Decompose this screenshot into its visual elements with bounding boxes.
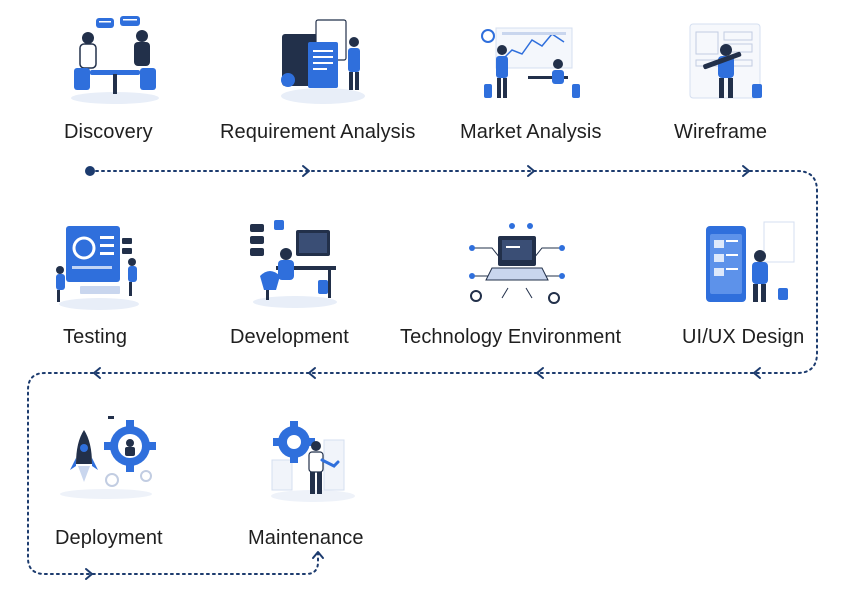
flow-arrow bbox=[527, 165, 535, 177]
step-label-ui-ux-design: UI/UX Design bbox=[682, 326, 805, 348]
developer-desk-illustration bbox=[250, 220, 337, 308]
drawing-illustration bbox=[689, 23, 762, 99]
flow-arrow bbox=[312, 551, 324, 559]
flow-start-dot bbox=[85, 166, 95, 176]
flow-arrow bbox=[302, 165, 310, 177]
flow-path bbox=[27, 170, 818, 575]
documents-illustration bbox=[281, 19, 365, 104]
step-label-maintenance: Maintenance bbox=[248, 527, 364, 549]
laptop-network-illustration bbox=[469, 223, 565, 304]
presentation-illustration bbox=[481, 27, 580, 98]
flow-arrow bbox=[93, 367, 101, 379]
flow-arrow bbox=[308, 367, 316, 379]
mechanic-gear-illustration bbox=[271, 421, 355, 502]
step-label-wireframe: Wireframe bbox=[674, 121, 768, 143]
step-label-discovery: Discovery bbox=[64, 121, 153, 143]
step-label-testing: Testing bbox=[63, 326, 128, 348]
flow-arrow bbox=[85, 568, 93, 580]
flow-arrow bbox=[742, 165, 750, 177]
rocket-gear-illustration bbox=[60, 416, 156, 499]
meeting-illustration bbox=[71, 16, 159, 104]
flow-arrow bbox=[536, 367, 544, 379]
flow-arrow bbox=[753, 367, 761, 379]
step-label-deployment: Deployment bbox=[55, 527, 163, 549]
testing-dashboard-illustration bbox=[56, 226, 139, 310]
step-label-technology-environment: Technology Environment bbox=[400, 326, 622, 348]
step-label-market-analysis: Market Analysis bbox=[460, 121, 602, 143]
step-label-requirement-analysis: Requirement Analysis bbox=[220, 121, 416, 143]
step-label-development: Development bbox=[230, 326, 349, 348]
mobile-design-illustration bbox=[706, 221, 795, 302]
